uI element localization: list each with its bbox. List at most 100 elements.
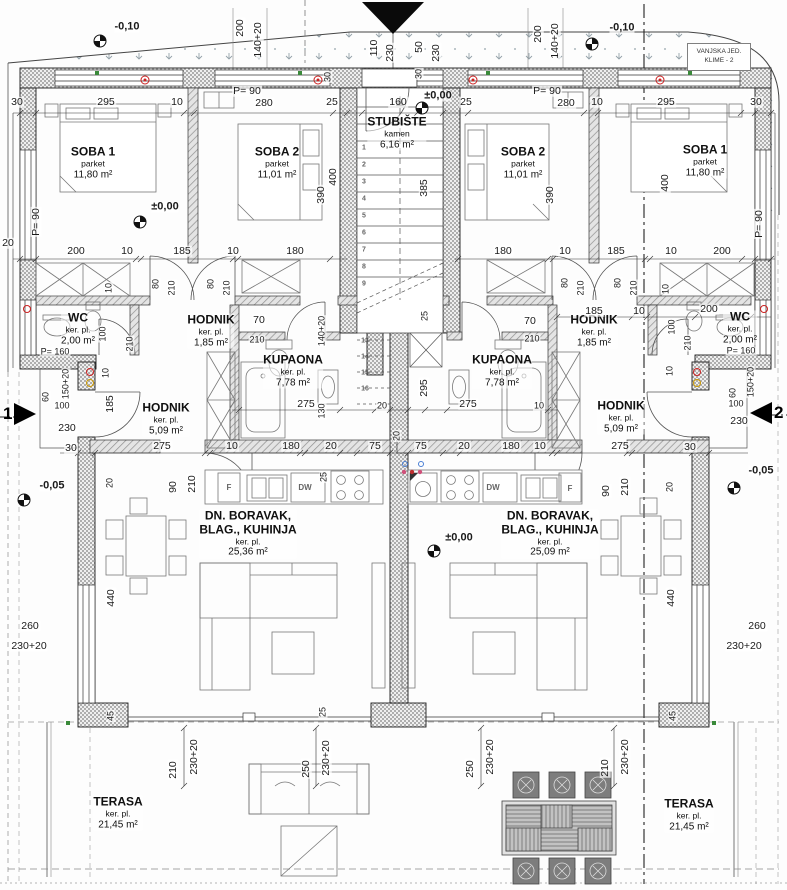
room-floor-finish: ker. pl. (198, 326, 224, 337)
dimension-label: 30 (10, 95, 24, 108)
dimension-label: 25 (318, 470, 329, 484)
dimension-label: 390 (543, 185, 556, 205)
level-value: ±0,00 (151, 200, 179, 213)
room-area: 25,36 m² (228, 546, 268, 558)
dimension-label: 210 (124, 335, 135, 353)
level-value: -0,05 (748, 464, 774, 477)
dimension-label: 13 (361, 337, 369, 345)
dimension-label: 150+20 (745, 365, 756, 399)
dimension-label: 15 (361, 369, 369, 377)
room-name: HODNIK (570, 312, 618, 327)
window-icon (77, 584, 96, 704)
dimension-label: 20 (1, 236, 15, 249)
level-marker-icon (17, 493, 31, 507)
room-area: 11,01 m² (503, 169, 543, 181)
room-name: SOBA 1 (70, 144, 116, 159)
room-floor-finish: ker. pl. (65, 324, 91, 335)
dimension-label: 295 (417, 378, 430, 398)
dimension-label: 10 (100, 366, 111, 380)
dimension-label: 10 (660, 282, 671, 296)
room-name: SOBA 2 (254, 144, 300, 159)
dimension-label: F (226, 483, 232, 492)
vent-marker-icon (66, 71, 716, 725)
dimension-label: 275 (610, 439, 630, 452)
level-marker-icon (427, 544, 441, 558)
room-area: 21,45 m² (98, 819, 138, 831)
dimension-label: 230 (57, 421, 77, 434)
room-name: HODNIK (142, 400, 190, 415)
outdoor-table-icon (280, 825, 338, 877)
room-floor-finish: parket (81, 158, 105, 169)
dimension-label: 30 (413, 67, 424, 81)
dimension-label: 280 (556, 96, 576, 109)
room-area: 7,78 m² (276, 377, 310, 389)
room-name: TERASA (93, 794, 143, 809)
dimension-label: 16 (361, 385, 369, 393)
wardrobe-icon (551, 351, 581, 449)
dimension-label: 390 (314, 185, 327, 205)
level-value: ±0,00 (424, 89, 452, 102)
dimension-label: 14 (361, 353, 369, 361)
level-value: -0,05 (39, 479, 65, 492)
dimension-label: 20 (391, 429, 402, 443)
dimension-label: 20 (375, 400, 389, 411)
window-icon (617, 69, 741, 87)
room-area: 2,00 m² (61, 335, 95, 347)
interior-walls (35, 87, 752, 454)
dimension-label: 80 (559, 276, 570, 290)
shutter-marker-icon (23, 75, 768, 387)
dimension-label: 440 (664, 588, 677, 608)
dimension-label: 10 (170, 95, 184, 108)
kitchen-counter-icon (204, 469, 384, 505)
patio-dining-icon (501, 771, 617, 885)
room-floor-finish: kamen (384, 128, 410, 139)
room-name: SOBA 1 (682, 142, 728, 157)
level-value: -0,10 (609, 21, 635, 34)
dimension-label: 10 (532, 400, 546, 411)
dimension-label: 230+20 (10, 639, 48, 652)
room-floor-finish: ker. pl. (153, 414, 179, 425)
window-icon (691, 584, 710, 704)
room-floor-finish: ker. pl. (489, 366, 515, 377)
section-number: 1 (3, 404, 13, 423)
dimension-label: 230+20 (618, 738, 631, 776)
dimension-label: 230+20 (725, 639, 763, 652)
wardrobe-icon (206, 351, 236, 449)
dimension-label: 25 (325, 95, 339, 108)
dimension-label: 10 (225, 439, 239, 452)
dimension-label: 80 (205, 277, 216, 291)
entry-arrow-icon (362, 2, 424, 34)
dining-table-icon (105, 497, 187, 595)
dimension-label: 210 (221, 279, 232, 297)
wardrobe-icon (241, 259, 301, 294)
room-floor-finish: ker. pl. (280, 366, 306, 377)
dimension-label: 10 (590, 95, 604, 108)
dimension-label: 200 (233, 18, 246, 38)
dimension-label: 185 (172, 244, 192, 257)
wardrobe-icon (486, 259, 546, 294)
level-value: ±0,00 (445, 531, 473, 544)
room-floor-finish: ker. pl. (608, 412, 634, 423)
dimension-label: 25 (419, 309, 430, 323)
room-name: DN. BORAVAK, (204, 508, 292, 523)
room-area: 1,85 m² (194, 337, 228, 349)
dresser-icon (203, 91, 235, 109)
room-name: SOBA 2 (500, 144, 546, 159)
dimension-label: 30 (322, 70, 333, 84)
dimension-label: 10 (226, 244, 240, 257)
room-area: 11,80 m² (73, 169, 113, 181)
dimension-label: P= 160 (725, 345, 757, 356)
dimension-label: 230+20 (187, 738, 200, 776)
dimension-label: 80 (150, 277, 161, 291)
room-floor-finish: parket (265, 158, 289, 169)
dimension-label: 25 (459, 95, 473, 108)
